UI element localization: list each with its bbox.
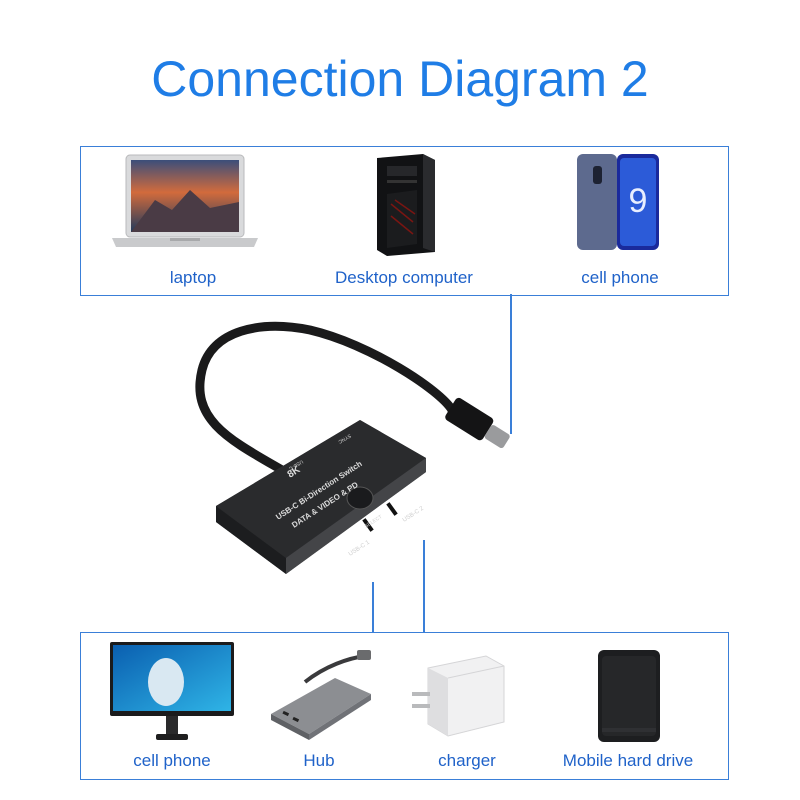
charger-icon — [408, 652, 508, 740]
hard-drive-icon — [596, 648, 662, 744]
connector-line-port-2 — [423, 540, 425, 633]
device-label-desktop: Desktop computer — [323, 268, 485, 288]
monitor-icon — [108, 640, 236, 744]
usb-hub-icon — [265, 648, 375, 740]
usb-c-plug-icon — [444, 396, 514, 453]
device-label-cell-phone-top: cell phone — [565, 268, 675, 288]
switch-port-1-label: USB-C 1 — [348, 539, 372, 557]
connector-line-port-1 — [372, 582, 374, 633]
device-label-charger: charger — [427, 751, 507, 771]
usb-c-switch: 8K USB-C Bi-Direction Switch DATA & VIDE… — [190, 310, 550, 610]
device-label-cell-phone-bottom: cell phone — [117, 751, 227, 771]
switch-select-label: SELECT — [364, 514, 384, 530]
device-label-hub: Hub — [289, 751, 349, 771]
desktop-tower-icon — [373, 152, 439, 256]
device-label-laptop: laptop — [143, 268, 243, 288]
switch-port-2-label: USB-C 2 — [402, 505, 426, 523]
page-title: Connection Diagram 2 — [0, 50, 800, 108]
smartphone-icon: 9 — [573, 152, 665, 252]
svg-text:9: 9 — [629, 182, 648, 220]
laptop-icon — [110, 152, 260, 252]
device-label-hard-drive: Mobile hard drive — [548, 751, 708, 771]
